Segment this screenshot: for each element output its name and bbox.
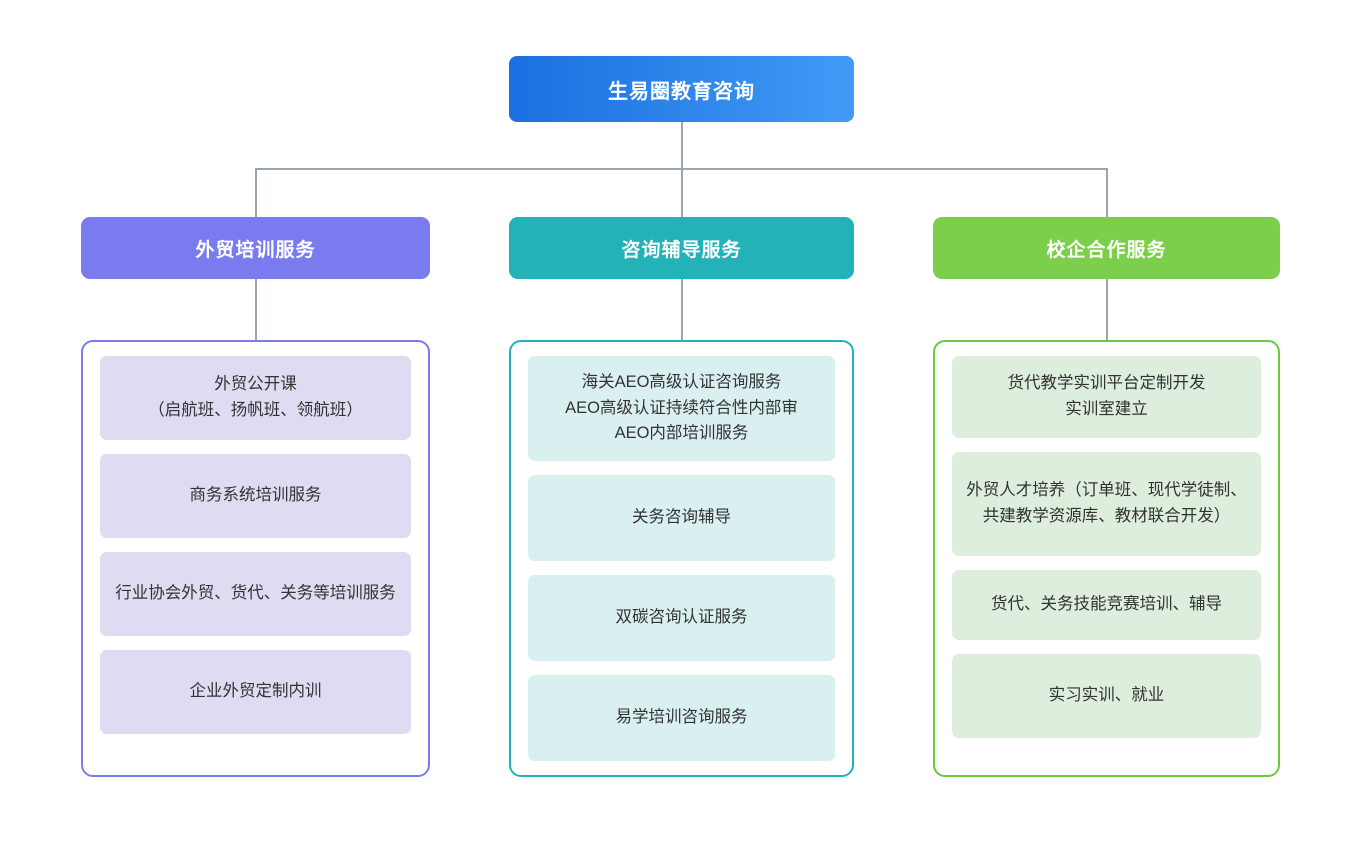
connector-root-stem [680, 122, 683, 168]
branch-2-item-2[interactable]: 关务咨询辅导 [528, 475, 835, 562]
branch-1-item-4[interactable]: 企业外贸定制内训 [100, 650, 411, 734]
branch-3-item-2[interactable]: 外贸人才培养（订单班、现代学徒制、共建教学资源库、教材联合开发） [952, 452, 1261, 556]
connector-drop-branch-2 [680, 168, 683, 217]
branch-header-校企合作服务[interactable]: 校企合作服务 [933, 217, 1280, 279]
connector-drop-branch-1 [254, 168, 257, 217]
branch-header-外贸培训服务[interactable]: 外贸培训服务 [81, 217, 430, 279]
branch-1-item-3[interactable]: 行业协会外贸、货代、关务等培训服务 [100, 552, 411, 636]
connector-stem-branch-1 [254, 279, 257, 340]
branch-2-item-3[interactable]: 双碳咨询认证服务 [528, 575, 835, 662]
connector-stem-branch-2 [680, 279, 683, 340]
branch-3-item-3[interactable]: 货代、关务技能竞赛培训、辅导 [952, 570, 1261, 640]
connector-drop-branch-3 [1105, 168, 1108, 217]
branch-container-1: 外贸公开课 （启航班、扬帆班、领航班） 商务系统培训服务 行业协会外贸、货代、关… [81, 340, 430, 777]
branch-2-item-4[interactable]: 易学培训咨询服务 [528, 675, 835, 761]
branch-1-item-1[interactable]: 外贸公开课 （启航班、扬帆班、领航班） [100, 356, 411, 440]
branch-container-2: 海关AEO高级认证咨询服务 AEO高级认证持续符合性内部审 AEO内部培训服务 … [509, 340, 854, 777]
branch-3-item-4[interactable]: 实习实训、就业 [952, 654, 1261, 738]
branch-3-item-1[interactable]: 货代教学实训平台定制开发 实训室建立 [952, 356, 1261, 438]
branch-2-item-1[interactable]: 海关AEO高级认证咨询服务 AEO高级认证持续符合性内部审 AEO内部培训服务 [528, 356, 835, 462]
branch-1-item-2[interactable]: 商务系统培训服务 [100, 454, 411, 538]
branch-container-3: 货代教学实训平台定制开发 实训室建立 外贸人才培养（订单班、现代学徒制、共建教学… [933, 340, 1280, 777]
branch-header-咨询辅导服务[interactable]: 咨询辅导服务 [509, 217, 854, 279]
connector-stem-branch-3 [1105, 279, 1108, 340]
root-node[interactable]: 生易圈教育咨询 [509, 56, 854, 122]
